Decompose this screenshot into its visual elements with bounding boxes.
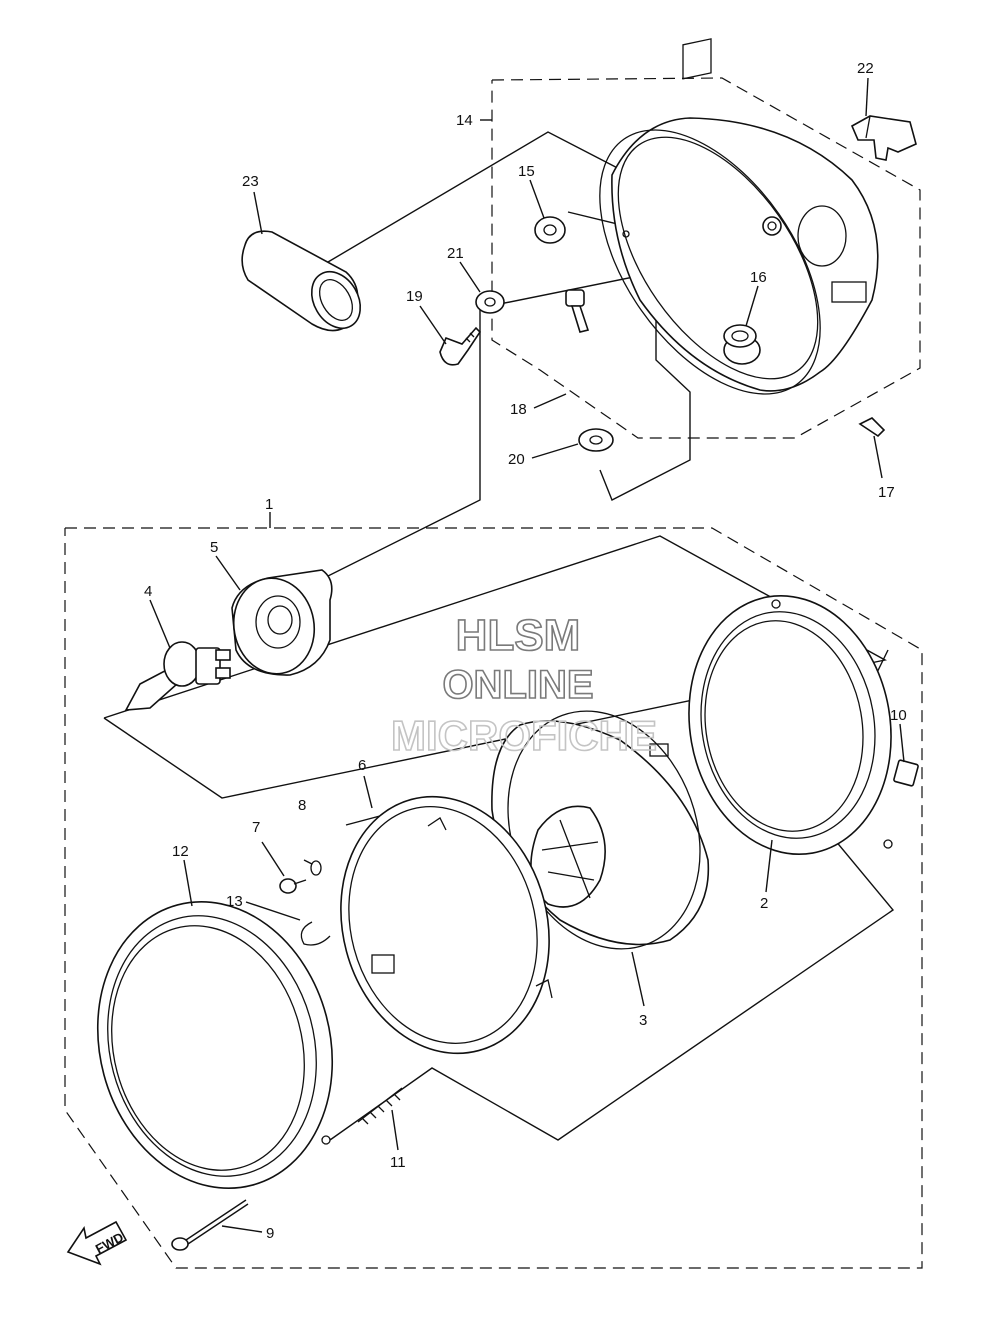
callouts: 1 2 3 4 5 6 7 8 9 10 11 12 13 14 15 16 1… <box>144 60 907 1242</box>
part-15-grommet <box>534 216 566 244</box>
part-13-clip <box>300 921 331 946</box>
part-6-inner-rim <box>340 795 553 1055</box>
part-20-washer <box>578 428 614 452</box>
part-4-bulb <box>124 641 231 711</box>
callout-19: 19 <box>406 288 423 305</box>
part-10-nut <box>893 759 919 787</box>
callout-4: 4 <box>144 583 152 600</box>
part-8-washer <box>310 860 322 876</box>
part-9-screw <box>171 1199 249 1251</box>
callout-5: 5 <box>210 539 218 556</box>
part-22-clamp <box>850 115 917 161</box>
callout-13: 13 <box>226 893 243 910</box>
callout-23: 23 <box>242 173 259 190</box>
callout-8: 8 <box>298 797 306 814</box>
part-18-bolt <box>565 289 590 333</box>
callout-11: 11 <box>390 1154 406 1171</box>
fwd-arrow-icon: FWD <box>66 1220 128 1266</box>
callout-9: 9 <box>266 1225 274 1242</box>
watermark-line-3: MICROFICHE <box>391 712 657 759</box>
watermark-line-1: HLSM <box>456 611 581 660</box>
watermark: HLSM ONLINE MICROFICHE <box>390 610 658 760</box>
group-outline-upper-assembly <box>480 77 921 439</box>
part-21-collar <box>475 290 505 314</box>
group-outline-main-assembly <box>64 512 923 1269</box>
part-2-rim <box>688 595 893 855</box>
callout-22: 22 <box>857 60 874 77</box>
callout-14: 14 <box>456 112 473 129</box>
callout-1: 1 <box>265 496 273 513</box>
callout-7: 7 <box>252 819 260 836</box>
callout-20: 20 <box>508 451 525 468</box>
callout-16: 16 <box>750 269 767 286</box>
callout-21: 21 <box>447 245 464 262</box>
callout-12: 12 <box>172 843 189 860</box>
callout-18: 18 <box>510 401 527 418</box>
watermark-line-2: ONLINE <box>442 663 593 707</box>
part-7-screw <box>279 878 307 894</box>
part-3-lens <box>491 710 710 950</box>
part-19-bolt <box>439 326 482 366</box>
callout-3: 3 <box>639 1012 647 1029</box>
callout-leaders <box>149 77 905 1233</box>
callout-17: 17 <box>878 484 895 501</box>
part-5-socket <box>231 569 333 676</box>
part-12-bezel <box>96 901 334 1189</box>
part-11-spring <box>357 1087 403 1125</box>
part-23-boot <box>241 230 362 332</box>
callout-6: 6 <box>358 757 366 774</box>
callout-10: 10 <box>890 707 907 724</box>
part-17-screw <box>858 417 886 438</box>
callout-15: 15 <box>518 163 535 180</box>
callout-2: 2 <box>760 895 768 912</box>
part-headlight-housing <box>599 38 879 395</box>
